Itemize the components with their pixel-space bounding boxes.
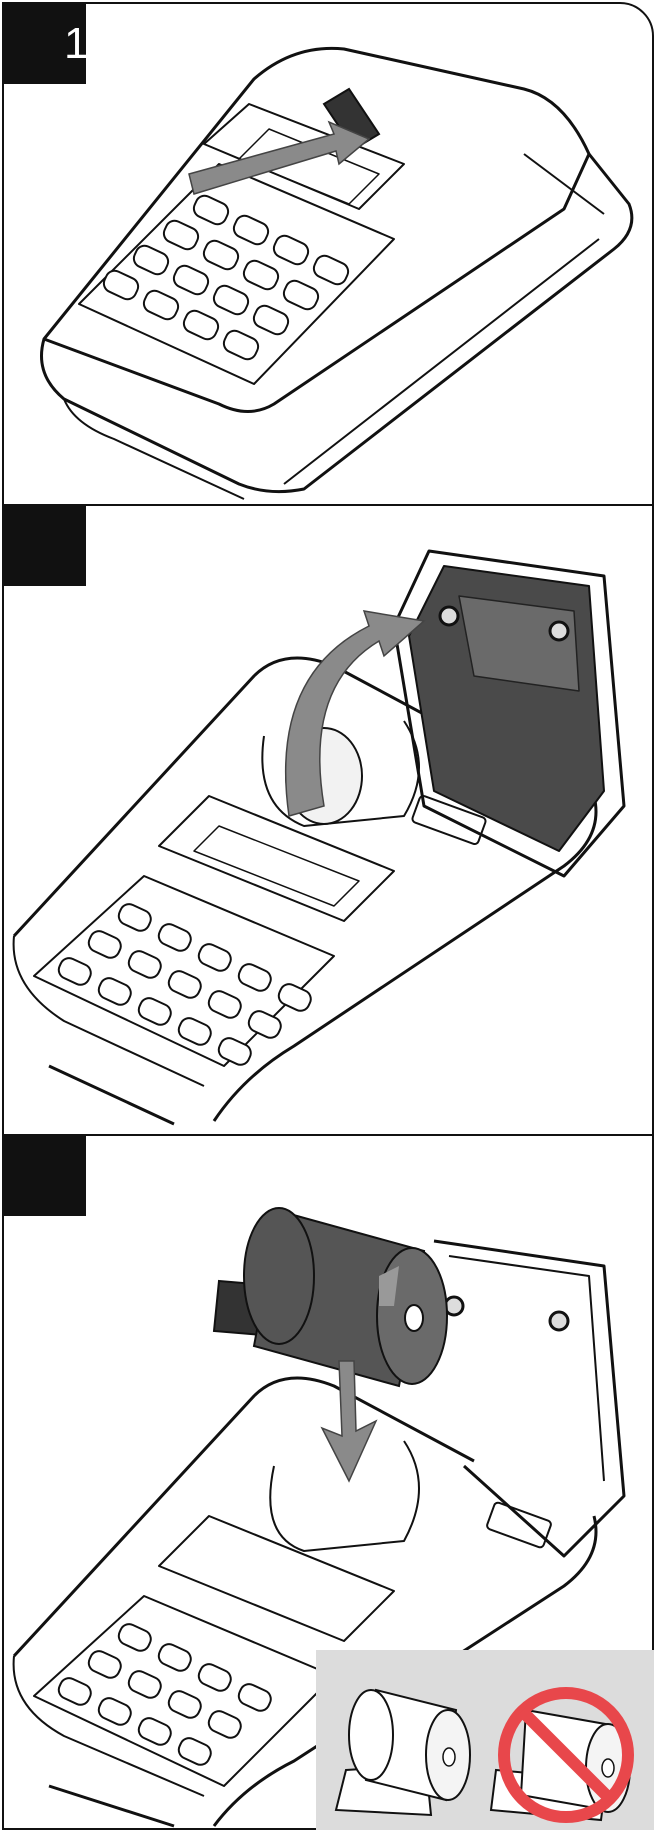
step-panel-2 [4, 506, 654, 1134]
paper-roll-correct-orientation [336, 1690, 470, 1815]
orientation-inset [316, 1650, 654, 1830]
step-panel-3 [4, 1136, 654, 1830]
paper-roll [214, 1208, 447, 1386]
printer-illustration-cover-open [4, 506, 654, 1134]
step-panel-1: 1 [4, 4, 654, 504]
printer-illustration-closed [4, 4, 654, 504]
inset-illustrations [316, 1650, 654, 1830]
arrow-down-icon [322, 1361, 376, 1481]
